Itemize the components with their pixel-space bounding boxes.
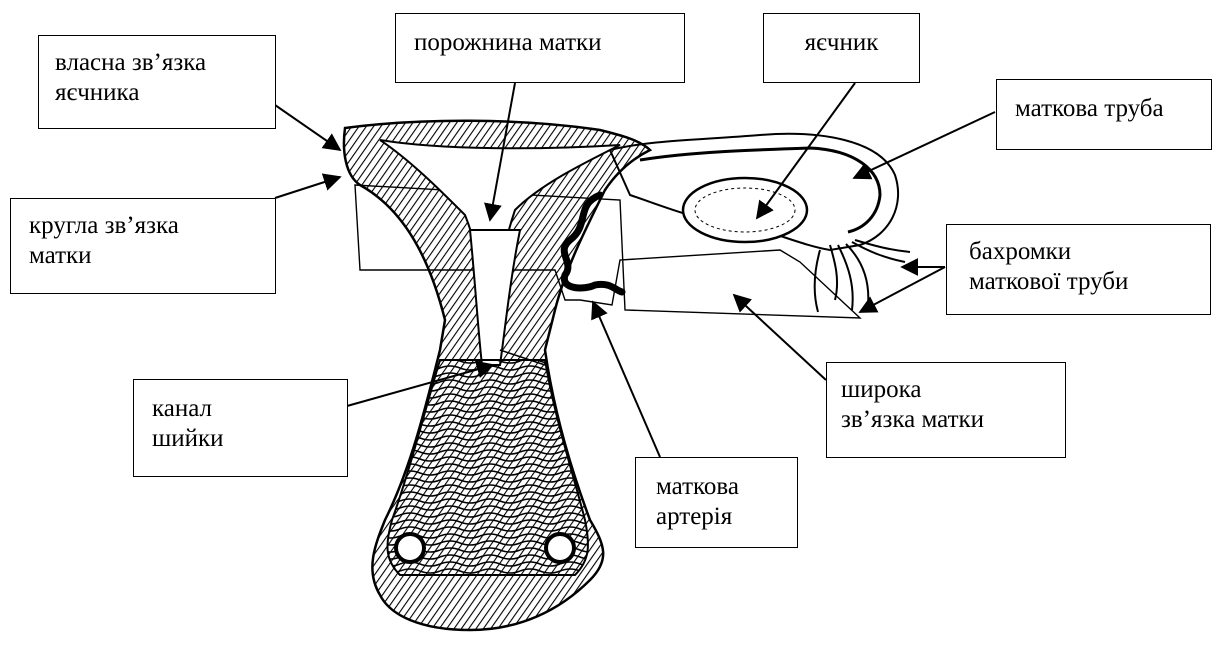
label-line: порожнина матки — [414, 28, 666, 58]
label-line: бахромки — [969, 237, 1188, 267]
label-line: широка — [841, 375, 1051, 405]
label-ovary: яєчник — [763, 13, 920, 83]
label-line: артерія — [656, 502, 777, 532]
label-line: зв’язка матки — [841, 405, 1051, 435]
vaginal-fornix-left — [396, 534, 424, 562]
vaginal-fornix-right — [546, 534, 574, 562]
label-own-ligament-of-ovary: власна зв’язка яєчника — [38, 35, 276, 129]
label-broad-ligament-of-uterus: широка зв’язка матки — [826, 362, 1066, 458]
leader-round-ligament — [275, 177, 340, 198]
label-line: шийки — [152, 424, 329, 454]
label-line: матки — [29, 241, 257, 271]
label-line: власна зв’язка — [55, 48, 259, 78]
label-uterine-artery: маткова артерія — [635, 457, 798, 548]
label-line: канал — [152, 394, 329, 424]
label-uterine-tube: маткова труба — [996, 79, 1212, 150]
label-line: маткова — [656, 472, 777, 502]
label-line: маткової труби — [969, 267, 1188, 297]
label-line: кругла зв’язка — [29, 211, 257, 241]
label-uterine-cavity: порожнина матки — [395, 13, 685, 83]
label-line: яєчник — [782, 28, 901, 58]
leader-uterine-tube — [854, 112, 995, 178]
leader-own-ligament — [275, 105, 340, 150]
leader-fimbriae-bottom — [860, 267, 945, 312]
label-line: яєчника — [55, 78, 259, 108]
label-fimbriae: бахромки маткової труби — [946, 224, 1211, 315]
label-cervical-canal: канал шийки — [133, 379, 348, 477]
label-line: маткова труба — [1015, 94, 1193, 124]
leader-uterine-artery — [593, 302, 660, 457]
label-round-ligament-of-uterus: кругла зв’язка матки — [10, 198, 276, 294]
